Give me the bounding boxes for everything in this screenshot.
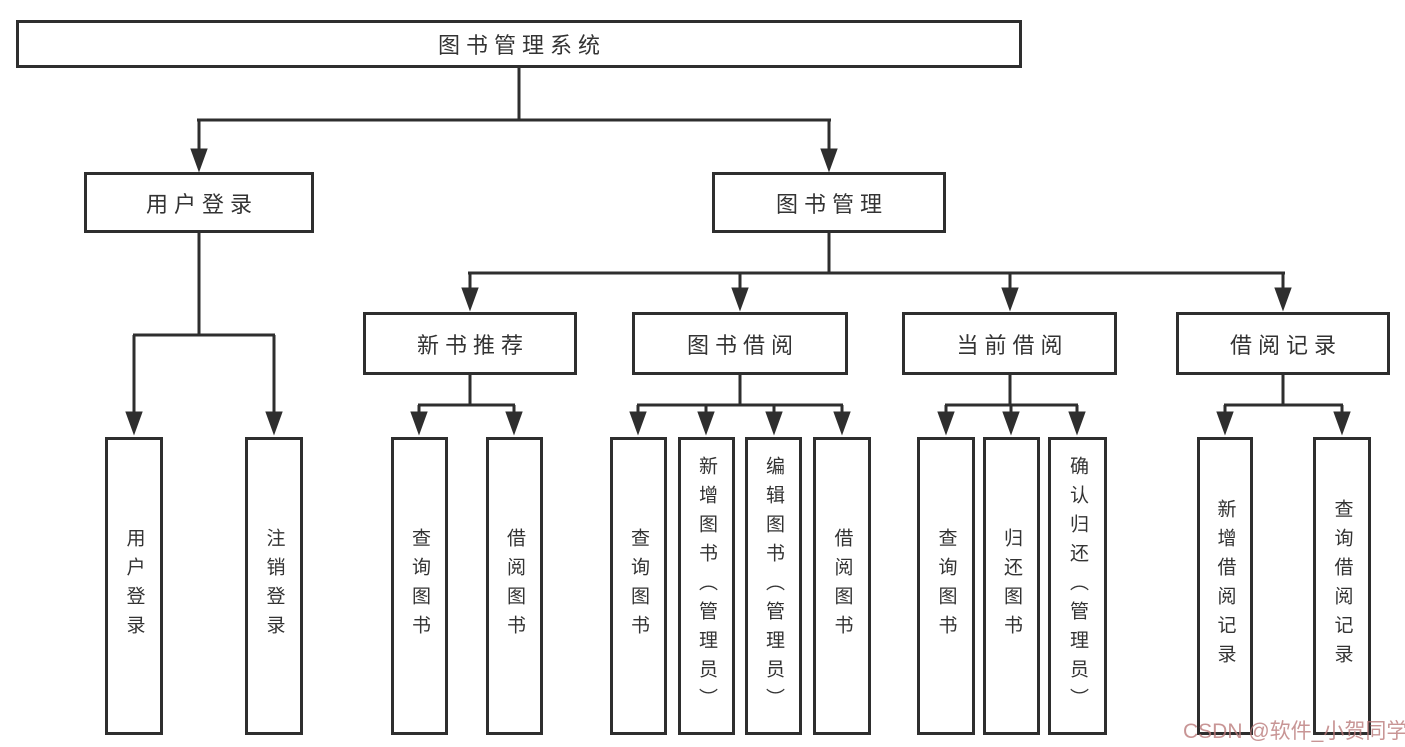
- arrowheads: [125, 148, 1351, 436]
- leaf-user-login: 用户登录: [105, 437, 163, 735]
- leaf-logout-label: 注销登录: [263, 528, 285, 644]
- leaf-query-borrow-record: 查询借阅记录: [1313, 437, 1371, 735]
- connector-root: [197, 66, 831, 157]
- node-borrow-records: 借阅记录: [1176, 312, 1390, 375]
- leaf-query-book-1: 查询图书: [391, 437, 448, 735]
- leaf-borrow-book-2-label: 借阅图书: [831, 528, 853, 644]
- leaf-query-book-1-label: 查询图书: [409, 528, 430, 644]
- connector-book-mgmt: [468, 233, 1285, 296]
- leaf-borrow-book-1-label: 借阅图书: [504, 528, 525, 644]
- leaf-query-book-2: 查询图书: [610, 437, 667, 735]
- leaf-query-book-3: 查询图书: [917, 437, 975, 735]
- leaf-query-book-2-label: 查询图书: [628, 528, 649, 644]
- connector-user-login: [132, 233, 276, 420]
- node-user-login-label: 用户登录: [145, 191, 258, 217]
- leaf-query-book-3-label: 查询图书: [935, 528, 957, 644]
- leaf-add-book-admin: 新增图书（管理员）: [678, 437, 735, 735]
- node-book-mgmt: 图书管理: [712, 172, 946, 233]
- connector-borrow-records: [1223, 375, 1344, 420]
- leaf-user-login-label: 用户登录: [123, 528, 145, 644]
- node-borrow-records-label: 借阅记录: [1229, 332, 1342, 358]
- node-root: 图书管理系统: [16, 20, 1022, 68]
- node-current-borrow-label: 当前借阅: [956, 332, 1069, 358]
- leaf-add-book-admin-label: 新增图书（管理员）: [696, 455, 717, 717]
- leaf-add-borrow-record: 新增借阅记录: [1197, 437, 1253, 735]
- connector-new-book: [417, 375, 516, 420]
- node-user-login: 用户登录: [84, 172, 314, 233]
- leaf-borrow-book-2: 借阅图书: [813, 437, 871, 735]
- leaf-borrow-book-1: 借阅图书: [486, 437, 543, 735]
- node-new-book-recommend-label: 新书推荐: [416, 332, 529, 358]
- node-book-mgmt-label: 图书管理: [775, 191, 888, 217]
- node-book-borrow-label: 图书借阅: [686, 332, 799, 358]
- leaf-edit-book-admin: 编辑图书（管理员）: [745, 437, 802, 735]
- connector-book-borrow: [636, 375, 844, 420]
- watermark-text: CSDN @软件_小贺同学: [1183, 720, 1405, 743]
- leaf-add-borrow-record-label: 新增借阅记录: [1214, 499, 1236, 673]
- leaf-edit-book-admin-label: 编辑图书（管理员）: [763, 455, 784, 717]
- leaf-confirm-return-admin: 确认归还（管理员）: [1048, 437, 1107, 735]
- leaf-query-borrow-record-label: 查询借阅记录: [1331, 499, 1353, 673]
- leaf-return-book-label: 归还图书: [1001, 528, 1022, 644]
- leaf-confirm-return-admin-label: 确认归还（管理员）: [1067, 455, 1088, 717]
- node-new-book-recommend: 新书推荐: [363, 312, 577, 375]
- node-root-label: 图书管理系统: [437, 33, 606, 58]
- node-book-borrow: 图书借阅: [632, 312, 848, 375]
- leaf-logout: 注销登录: [245, 437, 303, 735]
- node-current-borrow: 当前借阅: [902, 312, 1117, 375]
- leaf-return-book: 归还图书: [983, 437, 1040, 735]
